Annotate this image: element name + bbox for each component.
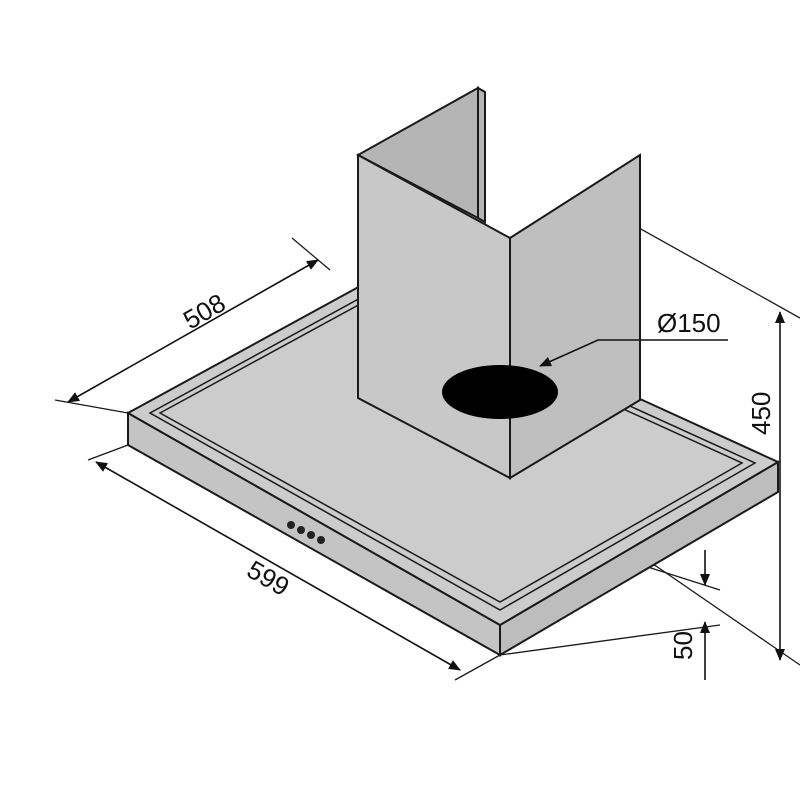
duct-hole	[442, 365, 558, 419]
chimney-back-panel	[477, 86, 486, 224]
chimney	[355, 86, 641, 480]
depth-dimension-line	[67, 259, 319, 403]
width-dimension-line	[95, 461, 461, 671]
width-label: 599	[242, 554, 295, 602]
height-label: 450	[746, 392, 776, 435]
depth-label: 508	[178, 288, 231, 336]
thickness-label: 50	[668, 631, 698, 660]
dimension-lines	[67, 259, 785, 680]
duct-diameter-label: Ø150	[657, 308, 721, 338]
diameter-leader	[539, 339, 728, 367]
